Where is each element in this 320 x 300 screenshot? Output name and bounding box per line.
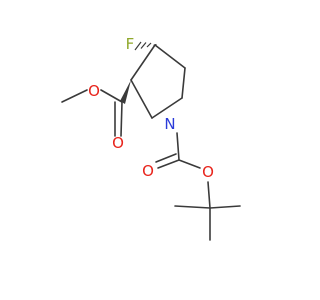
bond-c5-n1: [151, 97, 183, 119]
bond-carbamate-c-carbonyl-o-a: [157, 159, 180, 169]
bond-ester-c-ether-o: [100, 89, 123, 103]
molecule-structure-diagram: F N O O O O: [61, 35, 241, 241]
bond-c2-c3: [130, 44, 156, 81]
bond-ether-o-methyl: [61, 89, 88, 103]
carbamate-carbonyl-oxygen-label: O: [142, 162, 154, 180]
bond-tert-c-methyl-right: [209, 205, 241, 209]
solid-wedge-bond-c2-ester: [120, 80, 131, 104]
bond-carbamate-c-ether-o: [178, 159, 201, 169]
bond-n1-carbamate-c: [176, 132, 180, 161]
bond-tert-c-methyl-left: [174, 205, 211, 209]
ester-ether-oxygen-label: O: [88, 82, 100, 100]
fluorine-atom-label: F: [126, 35, 135, 53]
bond-carbamate-c-carbonyl-o-b: [155, 153, 177, 163]
atom-label-layer: F N O O O O: [88, 35, 214, 181]
bond-ester-c-carbonyl-o-a: [120, 101, 123, 137]
ester-carbonyl-oxygen-label: O: [112, 134, 124, 152]
nitrogen-atom-label: N: [164, 115, 175, 133]
stereo-bond-layer: [120, 41, 157, 104]
bond-layer: [61, 44, 241, 241]
bond-c3-c4: [154, 44, 186, 69]
bond-c4-c5: [181, 67, 186, 99]
carbamate-ether-oxygen-label: O: [202, 163, 214, 181]
bond-ether-o-tert-c: [207, 181, 211, 209]
bond-n1-c2: [130, 79, 153, 119]
